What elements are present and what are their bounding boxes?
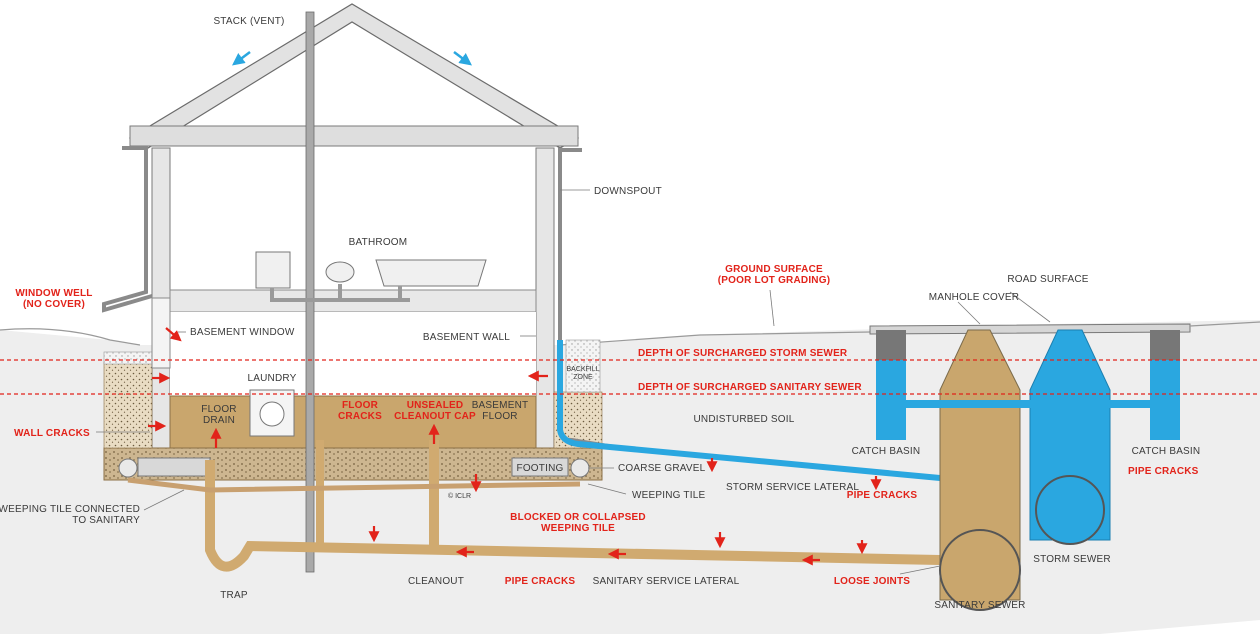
label-footing: FOOTING: [517, 463, 564, 474]
label-blocked-1: BLOCKED OR COLLAPSED: [510, 512, 646, 523]
label-road-surface: ROAD SURFACE: [1007, 274, 1088, 285]
toilet: [325, 261, 355, 283]
label-depth-sanitary: DEPTH OF SURCHARGED SANITARY SEWER: [638, 382, 862, 393]
sanitary-sewer-pipe: [939, 529, 1021, 611]
label-window-well-1: WINDOW WELL: [15, 288, 92, 299]
window-well: [103, 351, 153, 365]
label-coarse-gravel: COARSE GRAVEL: [618, 463, 706, 474]
right-wall: [535, 147, 555, 449]
label-catch-basin-right: CATCH BASIN: [1132, 446, 1201, 457]
label-cleanout: CLEANOUT: [408, 576, 464, 587]
bathroom-drain-pipes: [270, 284, 410, 302]
label-wall-cracks: WALL CRACKS: [14, 428, 90, 439]
label-manhole-cover: MANHOLE COVER: [929, 292, 1019, 303]
weeping-tile-pipe: [127, 477, 581, 493]
label-trap: TRAP: [220, 590, 248, 601]
basement-interior: [170, 312, 536, 396]
weeping-tile-left: [118, 458, 138, 478]
label-bathroom: BATHROOM: [349, 237, 408, 248]
label-unsealed-1: UNSEALED: [407, 400, 464, 411]
basement-floor: [169, 395, 537, 449]
label-basement-floor-2: FLOOR: [482, 411, 517, 422]
label-pipe-cracks-sanitary: PIPE CRACKS: [505, 576, 576, 587]
attic-vent-arrow-right: [453, 51, 472, 66]
sanitary-manhole: [939, 329, 1021, 601]
basement-window: [151, 297, 171, 369]
bathtub: [375, 259, 487, 287]
label-weeping-tile-connected-2: TO SANITARY: [72, 515, 140, 526]
label-basement-window: BASEMENT WINDOW: [190, 327, 295, 338]
sanitary-lateral: [205, 460, 941, 572]
footing-right: [511, 457, 569, 477]
sink: [255, 251, 291, 289]
label-backfill-2: ZONE: [573, 374, 593, 381]
label-floor-drain-2: DRAIN: [203, 415, 235, 426]
label-loose-joints: LOOSE JOINTS: [834, 576, 910, 587]
backfill-zone: [565, 339, 601, 393]
ceiling-beam: [129, 125, 579, 147]
label-floor-cracks-1: FLOOR: [342, 400, 379, 411]
label-weeping-tile: WEEPING TILE: [632, 490, 705, 501]
footing-block: [137, 457, 211, 477]
label-iclr: © ICLR: [448, 492, 471, 500]
label-stack-vent: STACK (VENT): [213, 16, 284, 27]
label-depth-storm: DEPTH OF SURCHARGED STORM SEWER: [638, 348, 848, 359]
label-ground-surface-2: (POOR LOT GRADING): [718, 275, 830, 286]
leader-lines: [96, 189, 1051, 575]
label-storm-sewer: STORM SEWER: [1033, 554, 1111, 565]
label-laundry: LAUNDRY: [247, 373, 296, 384]
label-downspout: DOWNSPOUT: [594, 186, 662, 197]
label-floor-drain-1: FLOOR: [201, 404, 236, 415]
label-floor-cracks-2: CRACKS: [338, 411, 382, 422]
stack-vent: [305, 11, 315, 573]
label-sanitary-sewer: SANITARY SEWER: [934, 600, 1025, 611]
label-basement-floor-1: BASEMENT: [472, 400, 529, 411]
label-weeping-tile-connected-1: WEEPING TILE CONNECTED: [0, 504, 140, 515]
label-ground-surface-1: GROUND SURFACE: [725, 264, 823, 275]
label-catch-basin-left: CATCH BASIN: [852, 446, 921, 457]
label-pipe-cracks-storm: PIPE CRACKS: [847, 490, 918, 501]
downspout-blue: [557, 340, 941, 481]
attic-vent-arrow-left: [232, 51, 251, 66]
washer-door: [259, 401, 285, 427]
label-sanitary-service-lateral: SANITARY SERVICE LATERAL: [593, 576, 740, 587]
label-storm-service-lateral: STORM SERVICE LATERAL: [726, 482, 859, 493]
label-blocked-2: WEEPING TILE: [541, 523, 615, 534]
ground-surface-line: [0, 328, 871, 346]
label-backfill-1: BACKFILL: [566, 366, 599, 373]
label-window-well-2: (NO COVER): [23, 299, 85, 310]
label-undisturbed-soil: UNDISTURBED SOIL: [694, 414, 795, 425]
label-basement-wall: BASEMENT WALL: [423, 332, 510, 343]
infiltration-arrows: [148, 327, 882, 566]
road-surface: [869, 323, 1191, 335]
storm-sewer-pipe: [1035, 475, 1105, 545]
weeping-tile-right: [570, 458, 590, 478]
left-backfill: [103, 361, 153, 449]
left-downspout: [102, 146, 153, 313]
label-pipe-cracks-right: PIPE CRACKS: [1128, 466, 1199, 477]
label-unsealed-2: CLEANOUT CAP: [394, 411, 476, 422]
